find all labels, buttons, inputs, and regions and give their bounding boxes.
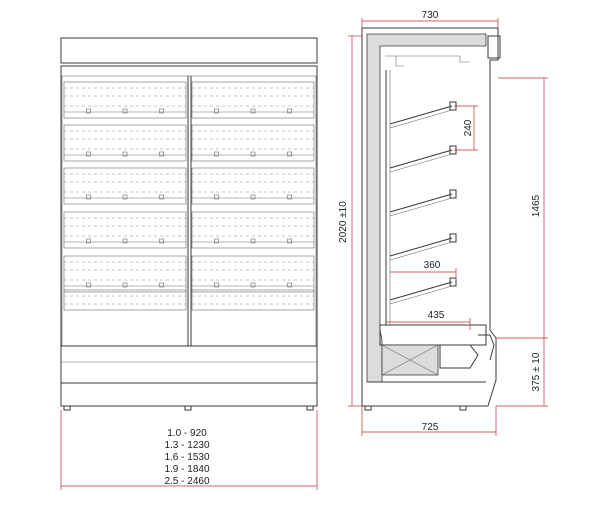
side-shelf bbox=[389, 105, 453, 125]
side-foot-front bbox=[459, 405, 467, 411]
front-price-clip bbox=[122, 238, 128, 244]
side-top-duct bbox=[385, 55, 470, 63]
dim-display-height-label: 1465 bbox=[531, 194, 542, 217]
size-table-row-1: 1.0 - 920 bbox=[167, 428, 207, 439]
front-price-clip bbox=[159, 238, 164, 244]
front-price-clip bbox=[159, 108, 164, 114]
front-price-clip bbox=[86, 108, 91, 114]
front-price-clip bbox=[86, 194, 91, 200]
side-shelf-front-lip bbox=[449, 189, 457, 199]
dim-base-height-label: 375 ± 10 bbox=[531, 352, 542, 391]
side-duct-bend bbox=[395, 56, 404, 67]
side-shelf-front-lip bbox=[449, 233, 457, 243]
front-price-clip bbox=[214, 108, 219, 114]
front-price-clip bbox=[122, 282, 128, 288]
side-shelf bbox=[389, 193, 453, 213]
front-price-clip bbox=[122, 151, 128, 157]
side-foot-back bbox=[364, 405, 372, 411]
side-front-grille bbox=[478, 334, 495, 361]
side-evaporator-diag-2 bbox=[381, 344, 439, 376]
front-shelf-panel bbox=[63, 211, 187, 249]
dim-shelf-depth-upper-label: 360 bbox=[424, 260, 441, 271]
front-shelves bbox=[63, 81, 315, 311]
dim-shelf-spacing-label: 240 bbox=[463, 119, 474, 136]
side-front-duct bbox=[439, 344, 479, 369]
front-price-clip bbox=[159, 151, 164, 157]
front-price-clip bbox=[250, 194, 256, 200]
front-price-clip bbox=[122, 194, 128, 200]
front-price-clip bbox=[159, 282, 164, 288]
front-price-clip bbox=[250, 151, 256, 157]
front-price-clip bbox=[86, 238, 91, 244]
front-price-clip bbox=[86, 282, 91, 288]
front-price-clip bbox=[122, 108, 128, 114]
front-price-clip bbox=[287, 282, 292, 288]
front-display-opening bbox=[61, 75, 317, 347]
front-shelf-panel bbox=[63, 124, 187, 162]
front-shelf-panel bbox=[191, 124, 315, 162]
front-price-clip bbox=[159, 194, 164, 200]
front-shelf-panel bbox=[191, 211, 315, 249]
front-price-clip bbox=[214, 151, 219, 157]
size-table-row-3: 1.6 - 1530 bbox=[164, 452, 209, 463]
side-shelf-underside bbox=[389, 109, 453, 129]
front-price-clip bbox=[214, 238, 219, 244]
side-view: 730 2020 ±10 1465 375 ± 10 725 240 360 4 bbox=[338, 10, 548, 436]
size-table-row-4: 1.9 - 1840 bbox=[164, 464, 209, 475]
front-foot-center bbox=[184, 405, 192, 411]
front-shelf-panel bbox=[191, 81, 315, 119]
side-insulation-back bbox=[366, 33, 487, 383]
side-shelf-underside bbox=[389, 153, 453, 173]
dim-overall-height-label: 2020 ±10 bbox=[338, 201, 349, 243]
size-table-row-5: 2.5 - 2460 bbox=[164, 476, 209, 487]
side-shelf-underside bbox=[389, 241, 453, 261]
front-price-clip bbox=[250, 108, 256, 114]
front-price-clip bbox=[287, 238, 292, 244]
front-foot-right bbox=[306, 405, 314, 411]
front-price-clip bbox=[214, 282, 219, 288]
side-shelf bbox=[389, 281, 453, 301]
side-cabinet-outline bbox=[361, 27, 499, 407]
front-shelf-panel bbox=[63, 289, 187, 311]
front-price-clip bbox=[287, 151, 292, 157]
front-shelf-panel bbox=[191, 167, 315, 205]
front-shelf-panel bbox=[63, 167, 187, 205]
front-shelf-panel bbox=[63, 255, 187, 293]
front-shelf-panel bbox=[191, 255, 315, 293]
front-canopy bbox=[60, 37, 318, 64]
front-price-clip bbox=[287, 108, 292, 114]
side-shelf-underside bbox=[389, 285, 453, 305]
dim-shelf-depth-lower-label: 435 bbox=[428, 310, 445, 321]
front-view: 1.0 - 920 1.3 - 1230 1.6 - 1530 1.9 - 18… bbox=[60, 37, 318, 490]
front-price-clip bbox=[214, 194, 219, 200]
side-canopy-light bbox=[487, 35, 501, 59]
front-shelf-panel bbox=[191, 289, 315, 311]
front-price-clip bbox=[86, 151, 91, 157]
side-shelves bbox=[385, 101, 457, 305]
front-shelf-panel bbox=[63, 81, 187, 119]
front-price-clip bbox=[250, 282, 256, 288]
front-foot-left bbox=[63, 405, 71, 411]
front-price-clip bbox=[287, 194, 292, 200]
side-shelf-underside bbox=[389, 197, 453, 217]
dim-bottom-depth-label: 725 bbox=[422, 422, 439, 433]
dim-top-depth-label: 730 bbox=[422, 10, 439, 21]
front-price-clip bbox=[250, 238, 256, 244]
side-shelf bbox=[389, 149, 453, 169]
side-shelf bbox=[389, 237, 453, 257]
size-table-row-2: 1.3 - 1230 bbox=[164, 440, 209, 451]
side-shelf-front-lip bbox=[449, 277, 457, 287]
